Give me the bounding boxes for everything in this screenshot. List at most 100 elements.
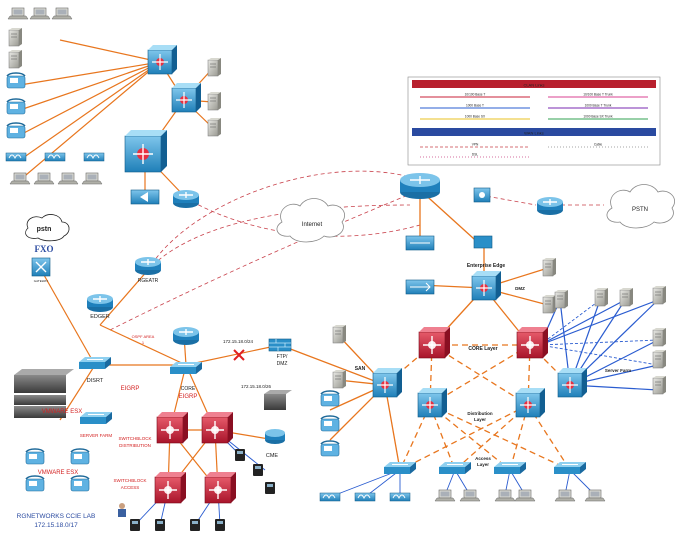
phone-icon — [155, 519, 165, 531]
ip-phone-icon — [6, 72, 26, 89]
ftp-server-icon — [264, 390, 292, 410]
ftp-label: FTP/ — [277, 354, 288, 360]
laptop-icon — [514, 489, 536, 502]
top-left-access — [5, 7, 222, 209]
server-icon — [554, 289, 569, 309]
multilayer-switch-icon — [471, 270, 502, 301]
laptop-icon — [51, 7, 73, 20]
legend-row-4-left: VPN — [472, 143, 479, 147]
core-switch-icon — [418, 326, 451, 359]
ip-phone-icon — [70, 448, 90, 465]
core-label: CORE — [181, 386, 196, 392]
ace-icon — [405, 279, 435, 295]
cme-label: CME — [266, 453, 279, 459]
legend: CLAN Links 10/100 Base T 10/100 Base T T… — [407, 76, 661, 166]
ip-phone-icon — [25, 475, 45, 492]
ip-phone-icon — [6, 122, 26, 139]
server-icon — [207, 117, 222, 137]
vmware-2-label: VMWARE ESX — [38, 470, 78, 476]
legend-row-3-right: 1000 Base SX Trunk — [583, 115, 613, 119]
disrt-label: DISRT — [87, 378, 104, 384]
multilayer-switch-icon — [557, 367, 588, 398]
pstn-cloud-right: PSTN — [606, 184, 675, 229]
blocked-link-icon — [233, 349, 245, 361]
server-icon — [8, 27, 23, 47]
laptop-icon — [459, 489, 481, 502]
edger-label: EDGER — [90, 314, 110, 320]
switchblock-dist-2: DISTRIBUTION — [119, 443, 151, 448]
server-icon — [619, 287, 634, 307]
laptop-icon — [29, 7, 51, 20]
eigrp-left-label: EIGRP — [121, 386, 140, 392]
user-icon — [118, 503, 126, 517]
dmz-right-label: DMZ — [515, 286, 525, 291]
laptop-icon — [494, 489, 516, 502]
wireless-ap-icon — [319, 492, 341, 502]
left-network: pstn FXO GATEWAY RGEATR EDGER OSPF AREA … — [14, 214, 292, 531]
switchblock-acc-1: SWITCHBLOCK — [113, 478, 146, 483]
access-switch-icon — [383, 461, 417, 475]
lab-title: RGNETWORKS CCIE LAB — [17, 513, 96, 520]
router-icon — [134, 256, 162, 276]
wireless-ap-icon — [44, 152, 66, 162]
laptop-icon — [7, 7, 29, 20]
laptop-icon — [434, 489, 456, 502]
router-icon — [172, 326, 200, 346]
eigrp-core-label: EIGRP — [179, 394, 198, 400]
distribution-switch-icon — [156, 411, 189, 444]
ips-icon — [473, 235, 493, 249]
access-switch-icon — [553, 461, 587, 475]
server-icon — [207, 57, 222, 77]
internet-cloud: Internet — [276, 198, 345, 243]
ip-phone-icon — [70, 475, 90, 492]
phone-icon — [130, 519, 140, 531]
access-switch-icon — [438, 461, 472, 475]
wireless-ap-icon — [354, 492, 376, 502]
san-label: SAN — [355, 366, 366, 372]
core-layer-label: CORE Layer — [468, 346, 497, 352]
server-icon — [652, 375, 667, 395]
legend-row-1-left: 10/100 Base T — [465, 93, 486, 97]
legend-row-3-left: 1000 Base SX — [465, 115, 486, 119]
distribution-switch-icon — [515, 387, 546, 418]
server-icon — [332, 369, 347, 389]
distribution-switch-icon — [417, 387, 448, 418]
multilayer-switch-icon — [171, 82, 202, 113]
router-icon — [172, 189, 200, 209]
laptop-icon — [81, 172, 103, 185]
blade-server-icon — [14, 369, 74, 418]
laptop-icon — [33, 172, 55, 185]
phone-icon — [190, 519, 200, 531]
server-icon — [652, 349, 667, 369]
laptop-icon — [554, 489, 576, 502]
ospf-area-num: 1 — [142, 340, 145, 345]
legend-row-5-left: DSL — [472, 153, 478, 157]
wireless-ap-icon — [389, 492, 411, 502]
internet-label: Internet — [302, 222, 323, 228]
access-switch-icon — [204, 471, 237, 504]
legend-row-2-left: 1000 Base T — [466, 104, 484, 108]
legend-row-2-right: 1000 Base T Trunk — [585, 104, 612, 108]
server-farm-right-label: Server Farm — [605, 368, 631, 373]
access-label-1: Access — [475, 456, 491, 461]
wireless-ap-icon — [5, 152, 27, 162]
router-icon — [536, 196, 564, 216]
vpn-concentrator-icon — [130, 189, 160, 205]
phone-icon — [265, 482, 275, 494]
distribution-switch-icon — [201, 411, 234, 444]
server-icon — [8, 49, 23, 69]
dmz-left-label: DMZ — [277, 361, 288, 367]
pstn-right-label: PSTN — [632, 207, 648, 213]
ospf-area-label: OSPF AREA — [132, 334, 155, 339]
net-a-label: 172.15.18.0/24 — [223, 339, 254, 344]
switchblock-dist-1: SWITCHBLOCK — [118, 436, 151, 441]
laptop-icon — [584, 489, 606, 502]
rgeatr-label: RGEATR — [138, 278, 159, 284]
access-label-2: Layer — [477, 462, 489, 467]
pstn-cloud-left: pstn — [25, 214, 70, 242]
legend-title-2: WAN Links — [524, 131, 544, 136]
server-icon — [652, 285, 667, 305]
router-icon — [86, 293, 114, 313]
fxo-label: FXO — [35, 244, 54, 254]
